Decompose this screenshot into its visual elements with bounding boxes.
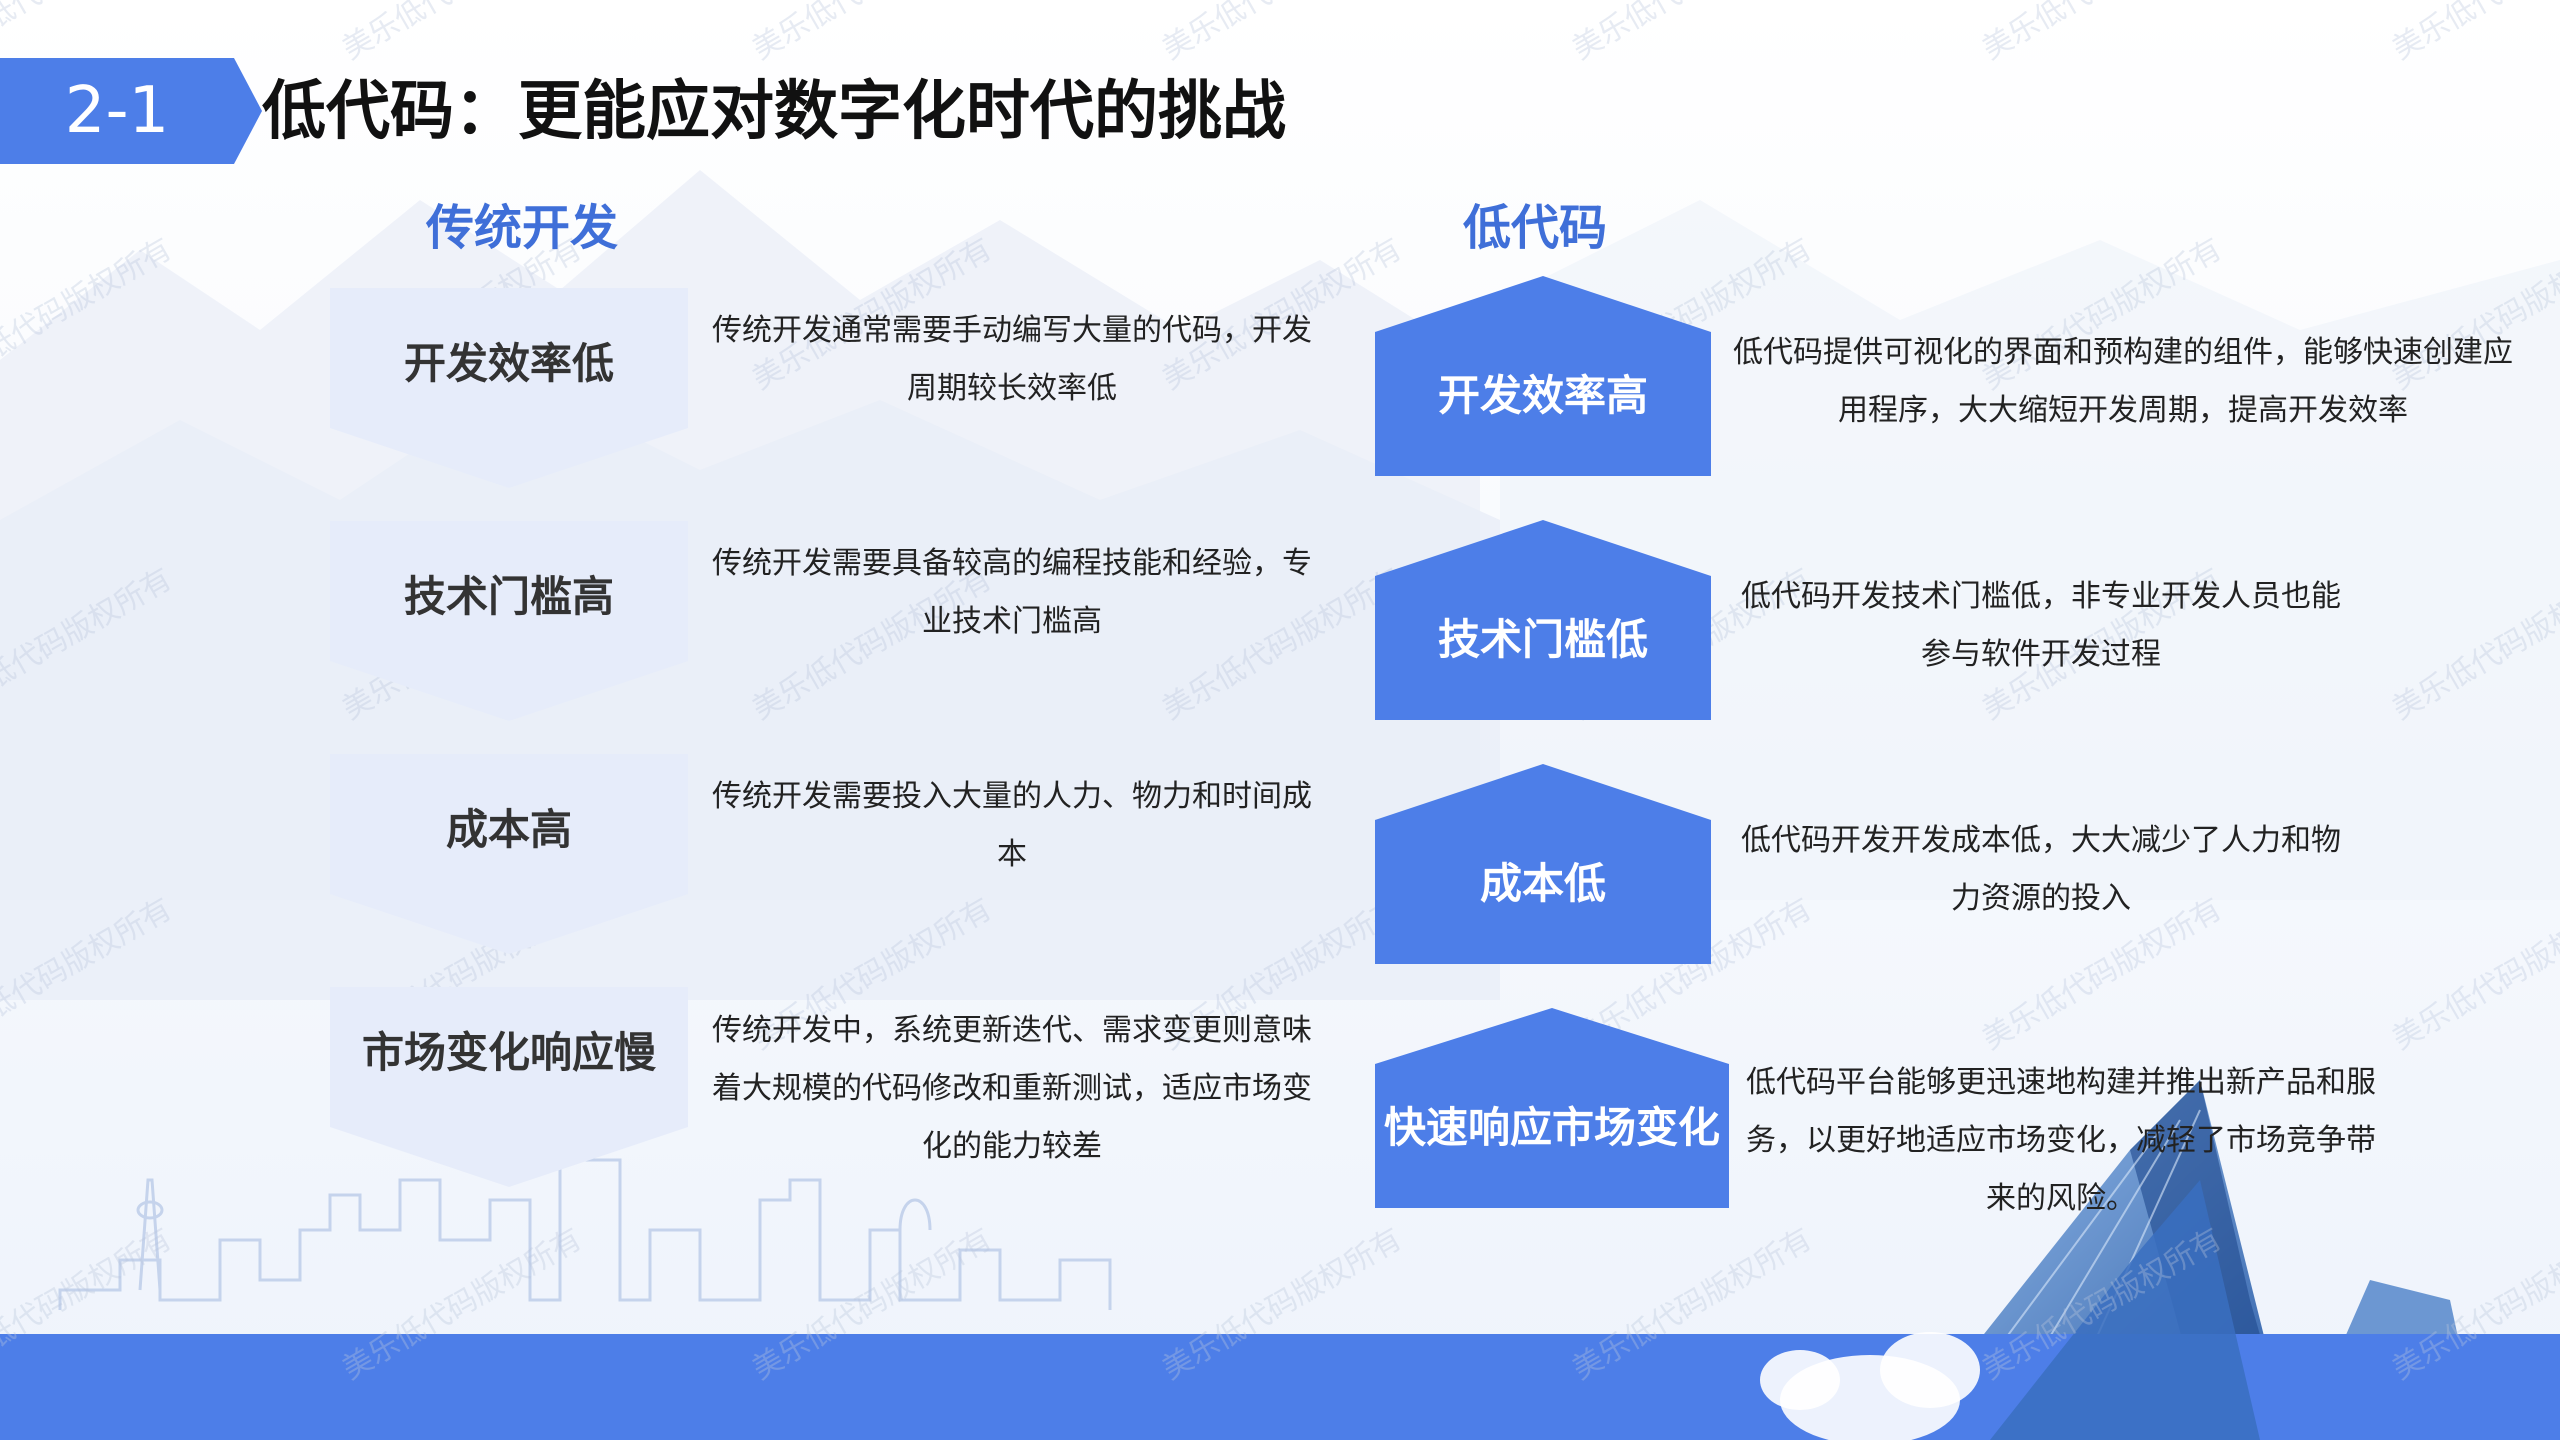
lowcode-item-label: 成本低 [1479,859,1606,908]
watermark-text: 美乐低代码版权所有 [1157,0,1408,67]
lowcode-heading: 低代码 [1463,200,1608,256]
watermark-text: 美乐低代码版权所有 [0,1222,178,1387]
lowcode-item: 开发效率高 [1375,276,1711,476]
lowcode-item: 成本低 [1375,764,1711,964]
traditional-item-label: 开发效率低 [403,339,614,388]
watermark-text: 美乐低代码版权所有 [337,1222,588,1387]
lowcode-item-label: 开发效率高 [1437,371,1648,420]
traditional-item-desc: 传统开发中，系统更新迭代、需求变更则意味着大规模的代码修改和重新测试，适应市场变… [712,1013,1312,1164]
lowcode-item: 快速响应市场变化 [1375,1008,1729,1208]
watermark-text: 美乐低代码版权所有 [2387,1222,2560,1387]
traditional-item: 开发效率低 [330,288,688,488]
watermark-text: 美乐低代码版权所有 [1567,1222,1818,1387]
traditional-item: 成本高 [330,754,688,954]
traditional-heading: 传统开发 [426,200,619,256]
watermark-text: 美乐低代码版权所有 [0,232,178,397]
lowcode-item-desc: 低代码开发开发成本低，大大减少了人力和物力资源的投入 [1741,823,2341,916]
page-title: 低代码：更能应对数字化时代的挑战 [262,75,1286,149]
badge-notch [234,58,262,164]
traditional-item: 市场变化响应慢 [330,987,688,1187]
lowcode-item-desc: 低代码平台能够更迅速地构建并推出新产品和服务，以更好地适应市场变化，减轻了市场竞… [1746,1065,2376,1216]
lowcode-item: 技术门槛低 [1375,520,1711,720]
skyline [58,1158,1112,1310]
watermark-text: 美乐低代码版权所有 [1157,1222,1408,1387]
section-number: 2-1 [64,74,170,148]
section-number-badge: 2-1 [0,58,234,164]
watermark-text: 美乐低代码版权所有 [1977,0,2228,67]
traditional-item-desc: 传统开发通常需要手动编写大量的代码，开发周期较长效率低 [712,313,1312,406]
watermark-text: 美乐低代码版权所有 [747,1222,998,1387]
watermark-text: 美乐低代码版权所有 [0,0,178,67]
lowcode-item-label: 快速响应市场变化 [1383,1103,1720,1152]
traditional-item-desc: 传统开发需要投入大量的人力、物力和时间成本 [712,779,1312,872]
watermark-text: 美乐低代码版权所有 [2387,892,2560,1057]
traditional-item-desc: 传统开发需要具备较高的编程技能和经验，专业技术门槛高 [712,546,1312,639]
watermark-text: 美乐低代码版权所有 [1567,0,1818,67]
traditional-item-label: 成本高 [445,805,572,854]
chevron-shape [330,987,688,1187]
lowcode-item-desc: 低代码提供可视化的界面和预构建的组件，能够快速创建应用程序，大大缩短开发周期，提… [1733,335,2513,428]
traditional-item-label: 市场变化响应慢 [361,1028,656,1077]
watermark-text: 美乐低代码版权所有 [747,0,998,67]
watermark-text: 美乐低代码版权所有 [2387,0,2560,67]
lowcode-item-label: 技术门槛低 [1437,615,1648,664]
traditional-item-label: 技术门槛高 [403,572,614,621]
watermark-text: 美乐低代码版权所有 [0,892,178,1057]
watermark-text: 美乐低代码版权所有 [2387,562,2560,727]
watermark-text: 美乐低代码版权所有 [0,562,178,727]
traditional-item: 技术门槛高 [330,521,688,721]
watermark-text: 美乐低代码版权所有 [337,0,588,67]
lowcode-item-desc: 低代码开发技术门槛低，非专业开发人员也能参与软件开发过程 [1741,579,2341,672]
watermark-text: 美乐低代码版权所有 [1977,1222,2228,1387]
